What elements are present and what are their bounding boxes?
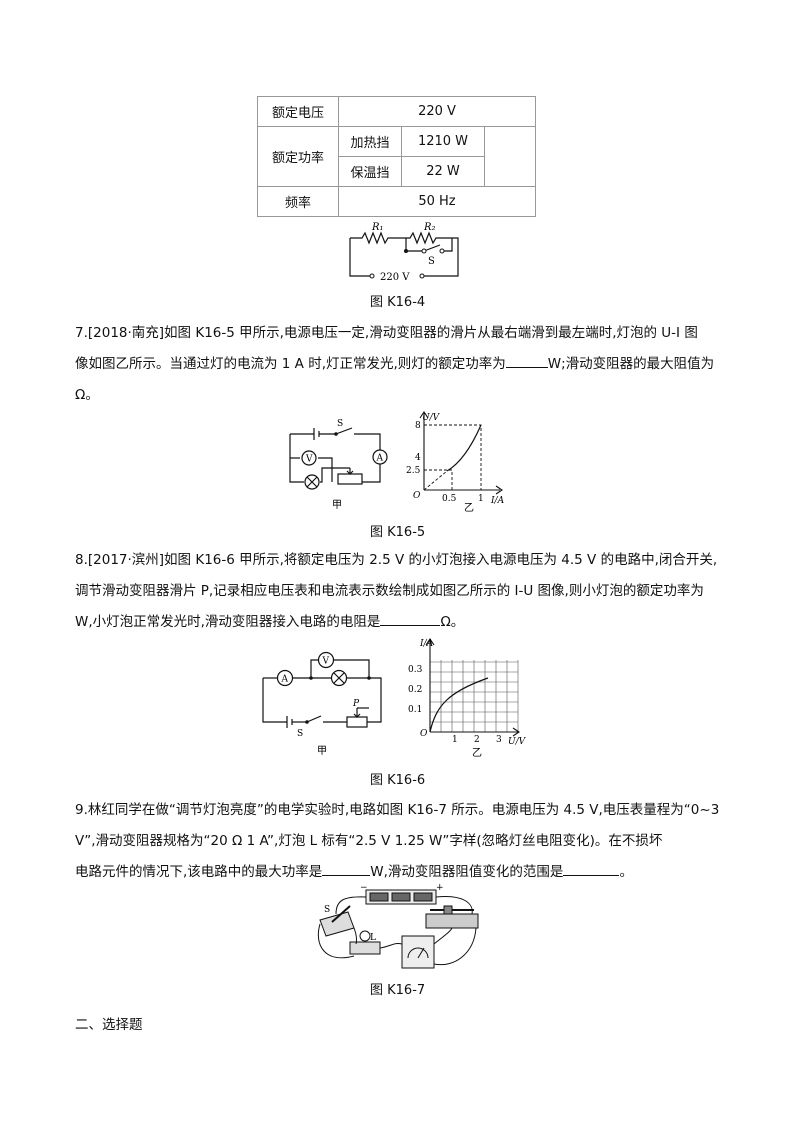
q8-line2: 调节滑动变阻器滑片 P,记录相应电压表和电流表示数绘制成如图乙所示的 I-U 图… xyxy=(75,583,704,599)
guide-2-5v xyxy=(424,469,453,490)
switch-label: S xyxy=(297,729,303,739)
voltmeter-label: V xyxy=(305,455,313,465)
caption-k16-5: 图 K16-5 xyxy=(370,525,426,540)
origin-label: O xyxy=(413,491,421,501)
switch-s-label: S xyxy=(324,905,330,915)
grid xyxy=(429,660,519,733)
slider-p-label: P xyxy=(352,699,360,709)
apparatus-k16-7: S L − + xyxy=(317,884,479,969)
q9-line1: 9.林红同学在做“调节灯泡亮度”的电学实验时,电路如图 K16-7 所示。电源电… xyxy=(75,802,720,818)
q9-blank-1[interactable] xyxy=(322,861,371,876)
minus-label: − xyxy=(360,884,368,893)
iu-curve xyxy=(429,677,489,733)
yi-label: 乙 xyxy=(472,747,482,759)
q9-line2: V”,滑动变阻器规格为“20 Ω 1 A”,灯泡 L 标有“2.5 V 1.25… xyxy=(75,833,663,849)
r2-label: R₂ xyxy=(423,222,436,233)
jia-label: 甲 xyxy=(332,500,342,510)
x-axis-label: U/V xyxy=(508,737,527,747)
y-tick-0-2: 0.2 xyxy=(408,685,422,695)
rated-voltage-value: 220 V xyxy=(338,96,536,127)
yi-label: 乙 xyxy=(464,502,474,512)
q7-line3: Ω。 xyxy=(75,387,99,403)
q8-blank-2[interactable] xyxy=(380,611,441,626)
voltmeter-box xyxy=(401,935,435,969)
chart-k16-6-yi: I/A U/V O 0.3 0.2 0.1 1 2 3 乙 xyxy=(408,638,527,759)
spec-table: 额定电压 220 V 额定功率 加热挡 1210 W 保温挡 22 W 频率 5… xyxy=(257,96,536,217)
x-tick-3: 3 xyxy=(496,735,502,745)
x-axis-label: I/A xyxy=(490,496,505,506)
rated-power-label: 额定功率 xyxy=(257,126,339,187)
jia-label: 甲 xyxy=(317,746,327,757)
x-tick-0-5: 0.5 xyxy=(442,494,457,504)
q8-line1: 8.[2017·滨州]如图 K16-6 甲所示,将额定电压为 2.5 V 的小灯… xyxy=(75,552,718,568)
x-tick-1: 1 xyxy=(478,494,484,504)
table-blank-cell xyxy=(484,126,536,187)
r1-label: R₁ xyxy=(371,222,384,233)
y-tick-0-1: 0.1 xyxy=(408,705,422,715)
q7-blank-1[interactable] xyxy=(505,353,548,368)
ui-curve xyxy=(446,424,482,472)
frequency-value: 50 Hz xyxy=(338,186,536,217)
circuit-k16-5-jia: A V S 甲 xyxy=(289,419,388,510)
chart-k16-5-yi: U/V I/A O 8 4 2.5 0.5 1 乙 xyxy=(406,411,505,512)
y-tick-0-3: 0.3 xyxy=(408,665,423,675)
question-8: 8.[2017·滨州]如图 K16-6 甲所示,将额定电压为 2.5 V 的小灯… xyxy=(75,545,735,638)
x-tick-2: 2 xyxy=(474,735,480,745)
section-heading: 二、选择题 xyxy=(75,1017,143,1033)
guide-origin xyxy=(423,470,448,491)
caption-k16-7: 图 K16-7 xyxy=(370,983,426,998)
y-tick-2-5: 2.5 xyxy=(406,466,421,476)
switch-base xyxy=(319,911,355,937)
y-axis-label: U/V xyxy=(422,413,441,423)
heating-value: 1210 W xyxy=(401,126,485,157)
guide-8v xyxy=(424,424,482,490)
switch-label: S xyxy=(428,256,435,267)
warming-label: 保温挡 xyxy=(338,156,402,187)
rheostat xyxy=(425,913,479,929)
y-tick-4: 4 xyxy=(415,453,421,463)
frequency-label: 频率 xyxy=(257,186,339,217)
caption-k16-4: 图 K16-4 xyxy=(370,295,426,310)
question-9: 9.林红同学在做“调节灯泡亮度”的电学实验时,电路如图 K16-7 所示。电源电… xyxy=(75,795,735,888)
bulb-l-label: L xyxy=(370,933,376,943)
y-tick-8: 8 xyxy=(415,421,421,431)
q9-blank-2[interactable] xyxy=(563,861,620,876)
q7-line1: 7.[2018·南充]如图 K16-5 甲所示,电源电压一定,滑动变阻器的滑片从… xyxy=(75,325,698,341)
circuit-k16-6-jia: A V P S 甲 xyxy=(262,651,382,757)
x-tick-1: 1 xyxy=(452,735,458,745)
voltage-label: 220 V xyxy=(380,272,410,283)
rated-voltage-label: 额定电压 xyxy=(257,96,339,127)
origin-label: O xyxy=(420,729,428,739)
circuit-k16-4: R₁ R₂ S 220 V xyxy=(349,222,459,283)
warming-value: 22 W xyxy=(401,156,485,187)
question-7: 7.[2018·南充]如图 K16-5 甲所示,电源电压一定,滑动变阻器的滑片从… xyxy=(75,318,735,411)
heating-label: 加热挡 xyxy=(338,126,402,157)
ammeter-label: A xyxy=(281,675,289,685)
voltmeter-label: V xyxy=(322,657,330,667)
ammeter-label: A xyxy=(376,454,384,464)
switch-label: S xyxy=(337,419,343,429)
y-axis-label: I/A xyxy=(419,639,434,649)
bulb-base xyxy=(349,941,381,955)
caption-k16-6: 图 K16-6 xyxy=(370,773,426,788)
plus-label: + xyxy=(436,884,444,893)
